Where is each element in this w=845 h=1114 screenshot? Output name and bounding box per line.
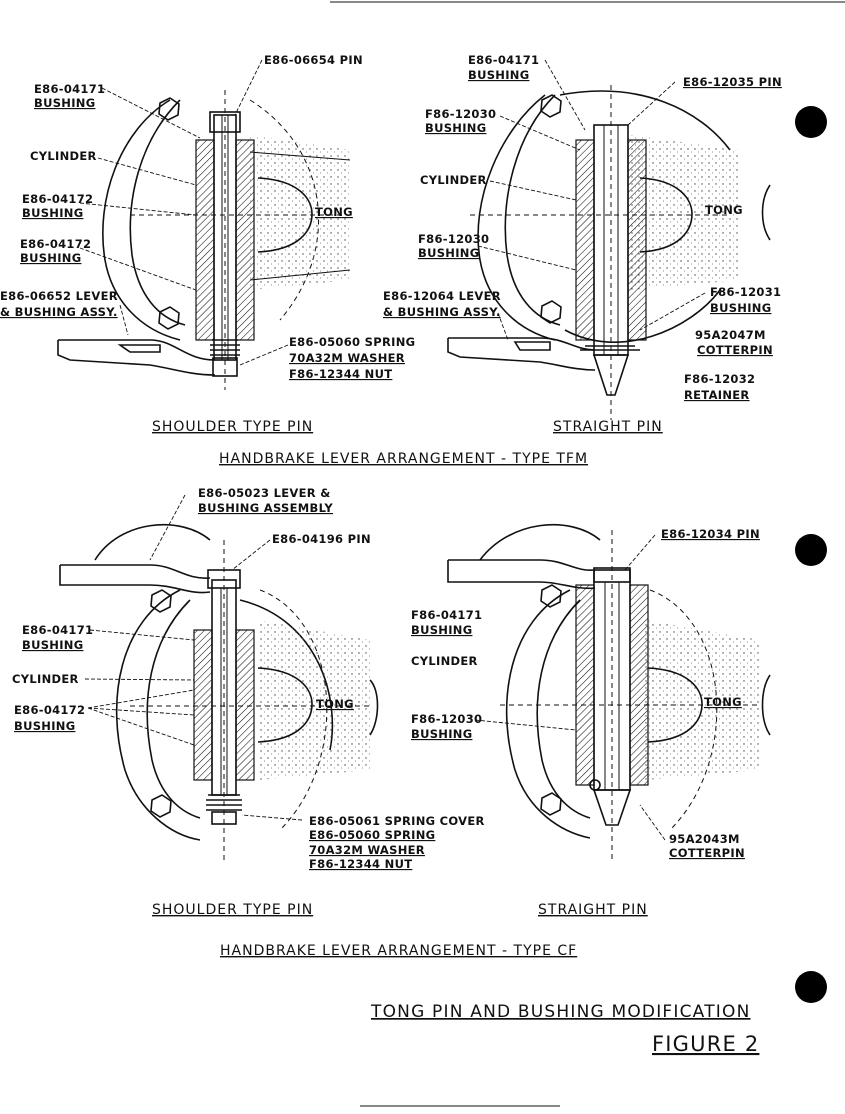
figure-number: FIGURE 2 bbox=[652, 1032, 759, 1056]
tfm-shoulder-pin-drawing bbox=[57, 90, 351, 390]
cf-right-bushing-a-part: F86-04171 bbox=[411, 608, 482, 622]
cf-left-cylinder-label: CYLINDER bbox=[12, 672, 79, 686]
tfm-left-lever-assy-label: & BUSHING ASSY. bbox=[0, 305, 118, 319]
tfm-right-lever-label: E86-12064 LEVER bbox=[383, 289, 501, 303]
tfm-right-retainer-label: RETAINER bbox=[684, 388, 750, 402]
tfm-right-cotterpin-part: 95A2047M bbox=[695, 328, 766, 342]
figure-title: TONG PIN AND BUSHING MODIFICATION bbox=[370, 1002, 751, 1022]
tfm-left-bushing-low-label: BUSHING bbox=[20, 251, 81, 265]
cf-left-lever-assy-label: BUSHING ASSEMBLY bbox=[198, 501, 333, 515]
cf-right-cylinder-label: CYLINDER bbox=[411, 654, 478, 668]
tfm-right-subcaption: STRAIGHT PIN bbox=[553, 419, 663, 435]
cf-left-spring-label: E86-05060 SPRING bbox=[309, 828, 435, 842]
tfm-left-subcaption: SHOULDER TYPE PIN bbox=[152, 419, 313, 435]
binder-hole bbox=[795, 106, 827, 138]
tfm-right-bushing-top-label: BUSHING bbox=[468, 68, 529, 82]
tfm-caption: HANDBRAKE LEVER ARRANGEMENT - TYPE TFM bbox=[219, 451, 588, 467]
tfm-left-bushing-mid-part: E86-04172 bbox=[22, 192, 93, 206]
tfm-left-bushing-low-part: E86-04172 bbox=[20, 237, 91, 251]
cf-left-bushing-top-part: E86-04171 bbox=[22, 623, 93, 637]
cf-right-bushing-a-label: BUSHING bbox=[411, 623, 472, 637]
tfm-right-cylinder-label: CYLINDER bbox=[420, 173, 487, 187]
tfm-left-lever-label: E86-06652 LEVER bbox=[0, 289, 118, 303]
tfm-right-bushing-a-label: BUSHING bbox=[425, 121, 486, 135]
cf-right-bushing-b-label: BUSHING bbox=[411, 727, 472, 741]
tfm-right-lever-assy-label: & BUSHING ASSY. bbox=[383, 305, 501, 319]
cf-right-pin-label: E86-12034 PIN bbox=[661, 527, 760, 541]
binder-hole bbox=[795, 534, 827, 566]
cf-left-subcaption: SHOULDER TYPE PIN bbox=[152, 902, 313, 918]
cf-left-washer-label: 70A32M WASHER bbox=[309, 843, 425, 857]
tfm-left-bushing-top-part: E86-04171 bbox=[34, 82, 105, 96]
tfm-right-cotterpin-label: COTTERPIN bbox=[697, 343, 773, 357]
tfm-left-tong-label: TONG bbox=[315, 205, 353, 219]
tfm-right-tong-label: TONG bbox=[705, 203, 743, 217]
tfm-right-bushing-b-part: F86-12030 bbox=[418, 232, 489, 246]
cf-right-cotterpin-label: COTTERPIN bbox=[669, 846, 745, 860]
cf-right-subcaption: STRAIGHT PIN bbox=[538, 902, 648, 918]
cf-left-lever-label: E86-05023 LEVER & bbox=[198, 486, 331, 500]
cf-left-tong-label: TONG bbox=[316, 697, 354, 711]
tfm-straight-pin-drawing bbox=[447, 85, 771, 420]
binder-hole bbox=[795, 971, 827, 1003]
cf-left-spring-cover-label: E86-05061 SPRING COVER bbox=[309, 814, 485, 828]
tfm-right-bushing-c-part: F86-12031 bbox=[710, 285, 781, 299]
tfm-right-retainer-part: F86-12032 bbox=[684, 372, 755, 386]
cf-right-cotterpin-part: 95A2043M bbox=[669, 832, 740, 846]
tfm-right-pin-label: E86-12035 PIN bbox=[683, 75, 782, 89]
cf-right-tong-label: TONG bbox=[704, 695, 742, 709]
cf-left-bushing-mid-label: BUSHING bbox=[14, 719, 75, 733]
tfm-left-nut-label: F86-12344 NUT bbox=[289, 367, 392, 381]
tfm-right-bushing-c-label: BUSHING bbox=[710, 301, 771, 315]
cf-left-nut-label: F86-12344 NUT bbox=[309, 857, 412, 871]
cf-shoulder-pin-drawing bbox=[59, 523, 379, 860]
tfm-right-bushing-top-part: E86-04171 bbox=[468, 53, 539, 67]
tfm-right-bushing-b-label: BUSHING bbox=[418, 246, 479, 260]
tfm-right-bushing-a-part: F86-12030 bbox=[425, 107, 496, 121]
cf-left-pin-label: E86-04196 PIN bbox=[272, 532, 371, 546]
tfm-left-bushing-top-label: BUSHING bbox=[34, 96, 95, 110]
leader-lines bbox=[79, 59, 706, 841]
cf-straight-pin-drawing bbox=[447, 523, 771, 860]
cf-right-bushing-b-part: F86-12030 bbox=[411, 712, 482, 726]
tfm-left-bushing-mid-label: BUSHING bbox=[22, 206, 83, 220]
tfm-left-cylinder-label: CYLINDER bbox=[30, 149, 97, 163]
tfm-left-washer-label: 70A32M WASHER bbox=[289, 351, 405, 365]
tfm-left-spring-label: E86-05060 SPRING bbox=[289, 335, 415, 349]
tfm-left-pin-label: E86-06654 PIN bbox=[264, 53, 363, 67]
cf-left-bushing-top-label: BUSHING bbox=[22, 638, 83, 652]
cf-caption: HANDBRAKE LEVER ARRANGEMENT - TYPE CF bbox=[220, 943, 577, 959]
cf-left-bushing-mid-part: E86-04172 bbox=[14, 703, 85, 717]
